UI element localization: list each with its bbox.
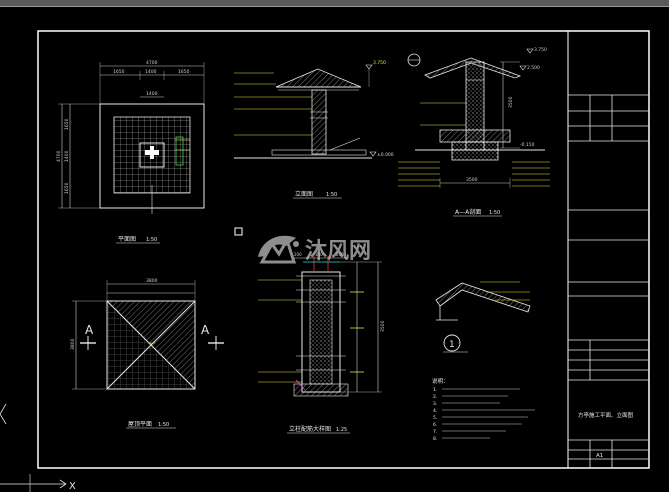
eave-detail-mark: 1 (449, 340, 455, 350)
plan-dim-inner-top: 1400 (146, 91, 158, 97)
title-block-drawing-name: 方亭施工平面、立面图 (578, 411, 634, 419)
mf-logo-icon (258, 235, 299, 264)
roof-dim-left: 3800 (70, 338, 76, 350)
drawing-frame (37, 30, 650, 469)
elevation-level-ground: ±0.000 (377, 152, 394, 158)
section-title: A—A剖面 (455, 208, 481, 216)
note-line-8: 8. (433, 436, 437, 442)
column-dim-part-2: 300 (315, 252, 323, 257)
elevation-level-top: 3.750 (373, 60, 386, 66)
plan-dim-top-total: 4700 (146, 60, 158, 66)
section-dim-height: 3500 (508, 96, 514, 108)
section-aa-view[interactable] (398, 48, 550, 188)
window-titlebar-edge (0, 6, 669, 7)
watermark: 沐风网 (258, 235, 371, 264)
ucs-axis-icon (0, 403, 67, 492)
section-title-scale: 1:50 (489, 210, 500, 216)
window-titlebar (0, 0, 669, 6)
eave-detail-view[interactable] (435, 281, 531, 353)
column-detail-view[interactable] (258, 256, 382, 397)
roof-plan-view[interactable] (72, 280, 224, 390)
note-line-7: 7. (433, 429, 437, 435)
column-dim-part-3: 200 (336, 252, 344, 257)
section-level-top: 3.750 (534, 47, 547, 53)
note-line-2: 2. (433, 394, 437, 400)
column-title-scale: 1:25 (336, 427, 347, 433)
roof-title-scale: 1:50 (158, 422, 169, 428)
plan-view[interactable] (58, 62, 205, 214)
note-line-5: 5. (433, 415, 437, 421)
ucs-x-label: X (69, 481, 76, 492)
note-line-6: 6. (433, 422, 437, 428)
watermark-text: 沐风网 (305, 239, 371, 264)
notes-heading: 说明： (432, 377, 449, 385)
plan-dim-left-total: 4700 (56, 150, 62, 162)
title-block-drawing-no: A1 (596, 453, 603, 459)
notes-block: 说明： 1. 2. 3. 4. 5. 6. 7. 8. (432, 377, 535, 442)
plan-dim-left-part-2: 1400 (64, 150, 70, 162)
note-line-1: 1. (433, 387, 437, 393)
note-line-4: 4. (433, 408, 437, 414)
section-dim-width: 3500 (466, 177, 478, 183)
elevation-title-scale: 1:50 (326, 192, 337, 198)
elevation-title: 立面图 (295, 190, 313, 198)
plan-dim-top-part-3: 1650 (178, 69, 190, 75)
note-line-3: 3. (433, 401, 437, 407)
cursor-pickbox (234, 227, 243, 236)
plan-dim-left-part-3: 1650 (64, 182, 70, 194)
section-marker-left: A (85, 323, 94, 337)
plan-title-scale: 1:50 (146, 237, 157, 243)
plan-title: 平面图 (118, 236, 136, 243)
column-title: 立柱配筋大样图 (289, 425, 331, 433)
roof-title: 屋顶平面 (128, 421, 152, 428)
plan-dim-top-part-2: 1400 (145, 69, 157, 75)
title-block (568, 94, 649, 468)
roof-dim-top: 3800 (146, 278, 158, 284)
section-marker-right: A (201, 323, 210, 337)
elevation-view[interactable] (234, 64, 377, 159)
column-dim-height: 3500 (380, 320, 386, 332)
plan-dim-left-part-1: 1650 (64, 118, 70, 130)
section-level-base: -0.150 (520, 142, 535, 148)
column-dim-part-1: 200 (294, 252, 302, 257)
section-level-mid: 2.500 (527, 65, 540, 71)
plan-dim-top-part-1: 1650 (113, 69, 125, 75)
